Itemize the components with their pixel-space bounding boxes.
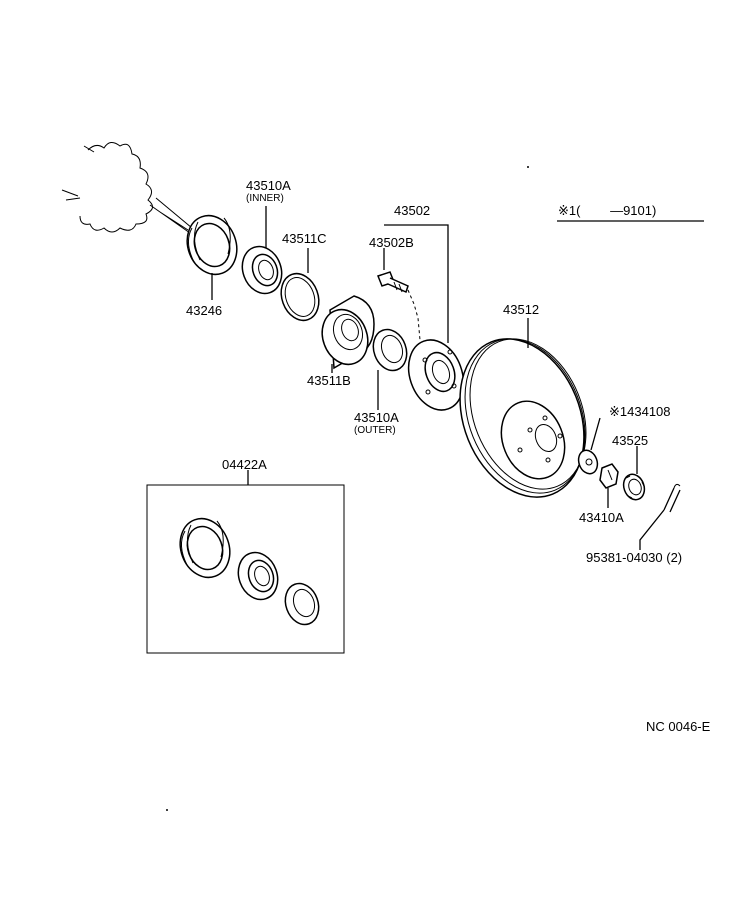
part-43246-oil-seal[interactable] <box>179 209 245 300</box>
label-04422a[interactable]: 04422A <box>222 457 267 472</box>
part-43511b-hub-bearing[interactable] <box>315 295 375 373</box>
label-43511b[interactable]: 43511B <box>307 373 351 388</box>
part-43511c-snap-ring[interactable] <box>275 248 325 326</box>
part-43502b-hub-bolt[interactable] <box>377 248 421 341</box>
kit-outer-race <box>284 582 320 626</box>
kit-inner-race <box>237 551 279 601</box>
label-43510a-outer[interactable]: 43510A <box>354 410 399 425</box>
kit-04422a-box[interactable] <box>146 470 345 654</box>
part-43510a-inner-race[interactable] <box>236 206 288 299</box>
label-95381-04030[interactable]: 95381-04030 (2) <box>586 550 682 565</box>
label-43510a-inner[interactable]: 43510A <box>246 178 291 193</box>
label-43410a[interactable]: 43410A <box>579 510 624 525</box>
label-43502b[interactable]: 43502B <box>369 235 414 250</box>
label-434108[interactable]: ※1434108 <box>609 404 671 419</box>
label-43510a-inner-note: (INNER) <box>246 193 284 204</box>
kit-oil-seal <box>179 517 231 579</box>
label-43502[interactable]: 43502 <box>394 203 430 218</box>
label-43246[interactable]: 43246 <box>186 303 222 318</box>
label-43510a-outer-note: (OUTER) <box>354 425 396 436</box>
part-43502-axle-hub[interactable] <box>384 224 473 418</box>
grease-cloud-icon <box>61 142 193 234</box>
applicability-note: ※1( —9101) <box>558 203 656 218</box>
part-43512-disc-rotor[interactable] <box>438 318 608 516</box>
part-43410a-hub-nut[interactable] <box>599 463 619 508</box>
part-43525-nut-cap[interactable] <box>620 446 648 503</box>
part-43510a-outer-race[interactable] <box>368 325 412 410</box>
speck <box>527 166 529 168</box>
label-43525[interactable]: 43525 <box>612 433 648 448</box>
part-434108-washer[interactable] <box>575 417 601 476</box>
diagram-code: NC 0046-E <box>646 719 711 734</box>
speck <box>166 809 168 811</box>
part-95381-04030-cotter-pin[interactable] <box>639 483 681 550</box>
label-43511c[interactable]: 43511C <box>282 231 327 246</box>
label-43512[interactable]: 43512 <box>503 302 539 317</box>
